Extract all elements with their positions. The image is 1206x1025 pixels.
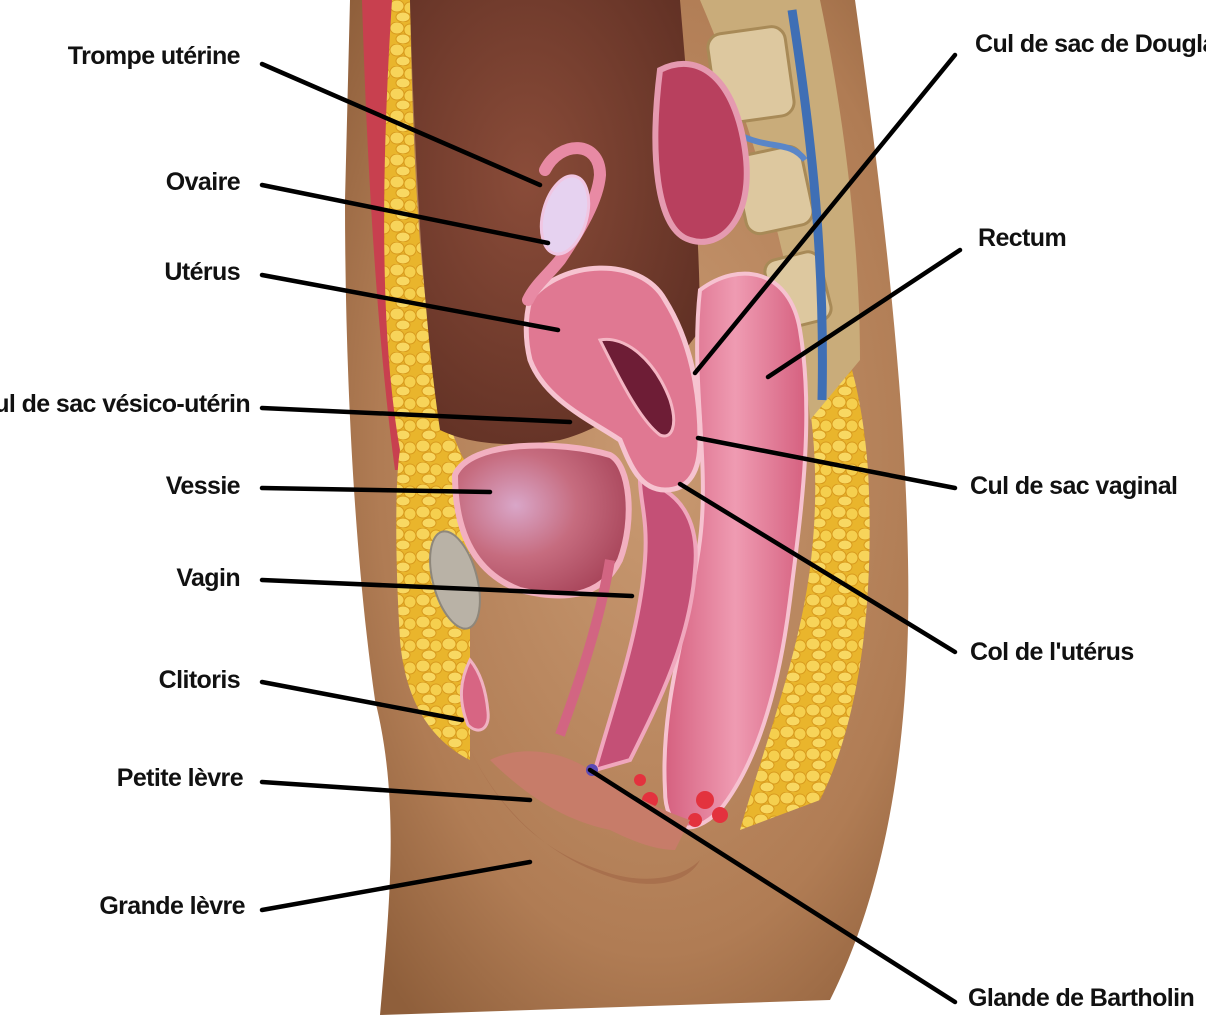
label-vessie: Vessie: [166, 472, 241, 500]
label-col-uterus: Col de l'utérus: [970, 638, 1134, 666]
label-ovaire: Ovaire: [166, 168, 241, 196]
label-uterus: Utérus: [164, 258, 240, 286]
label-vagin: Vagin: [176, 564, 240, 592]
label-rectum: Rectum: [978, 224, 1066, 252]
label-cul-vesico: Cul de sac vésico-utérin: [0, 390, 250, 418]
label-cul-douglas: Cul de sac de Douglas: [975, 30, 1206, 58]
label-trompe: Trompe utérine: [68, 42, 241, 70]
label-petite-levre: Petite lèvre: [117, 764, 244, 792]
label-glande-bartholin: Glande de Bartholin: [968, 984, 1194, 1012]
label-clitoris: Clitoris: [159, 666, 240, 694]
label-grande-levre: Grande lèvre: [99, 892, 245, 920]
anatomy-illustration: [345, 0, 908, 1015]
label-cul-vaginal: Cul de sac vaginal: [970, 472, 1177, 500]
